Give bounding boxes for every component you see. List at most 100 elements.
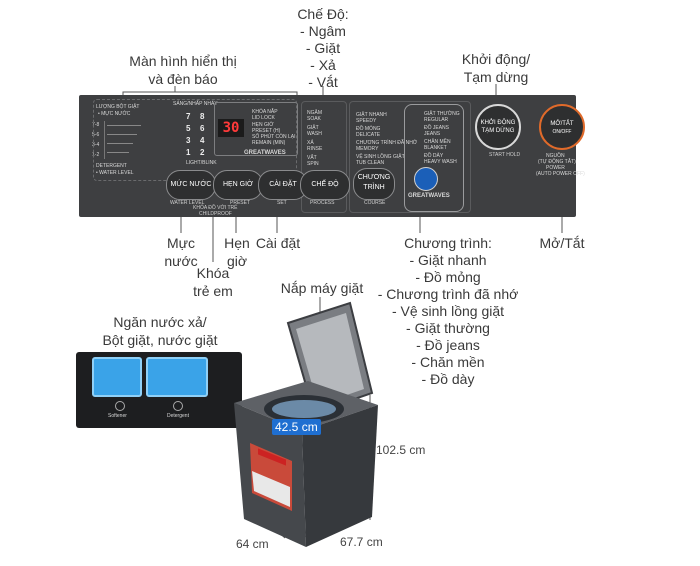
callout-chuong-trinh-item: - Đồ dày bbox=[421, 371, 475, 387]
display-text: KHÓA NẮP bbox=[252, 109, 278, 115]
callout-che-do-item: - Giặt bbox=[305, 40, 341, 56]
callout-muc-nuoc-line1: Mực bbox=[166, 235, 196, 251]
callout-khoi-dong: Khởi động/ Tạm dừng bbox=[456, 50, 536, 86]
power-note: (TỰ ĐỘNG TẮT) bbox=[538, 159, 576, 165]
water-level-button[interactable]: MỨC NƯỚC bbox=[166, 170, 216, 200]
power-note: POWER bbox=[546, 165, 565, 171]
program-left-label: CHƯƠNG TRÌNH ĐÃ NHỚ bbox=[356, 140, 418, 146]
great-waves-logo-large: GREATWAVES bbox=[408, 193, 450, 199]
callout-chuong-trinh-item: - Giặt thường bbox=[406, 320, 490, 336]
grid-number: 1 bbox=[186, 148, 191, 157]
grid-number: 8 bbox=[200, 112, 205, 121]
callout-khoa-tre-em-line1: Khóa bbox=[196, 265, 230, 281]
preset-button[interactable]: HẸN GIỜ bbox=[213, 170, 263, 200]
childproof-sub-vn: KHÓA ĐỒ VỚI TRẺ bbox=[193, 205, 238, 211]
grid-number: 7 bbox=[186, 112, 191, 121]
program-right-frame bbox=[404, 104, 464, 212]
callout-chuong-trinh-item: - Chăn mền bbox=[411, 354, 485, 370]
callout-chuong-trinh-item: - Giặt nhanh bbox=[409, 252, 487, 268]
callout-man-hinh-line1: Màn hình hiển thị bbox=[129, 53, 237, 69]
callout-muc-nuoc: Mực nước bbox=[163, 234, 199, 270]
start-pause-button[interactable]: KHỞI ĐỘNG TẠM DỪNG bbox=[475, 104, 521, 150]
lid-glass bbox=[296, 313, 364, 405]
softener-label: Softener bbox=[108, 413, 127, 419]
program-right-label: HEAVY WASH bbox=[424, 159, 457, 165]
panel-level-label: 3-4 bbox=[92, 142, 100, 148]
program-right-label: GIẶT THƯỜNG bbox=[424, 111, 460, 117]
course-sub: COURSE bbox=[364, 200, 386, 206]
mode-label: GIẶT bbox=[307, 125, 319, 131]
grid-number: 2 bbox=[200, 148, 205, 157]
program-left-label: DELICATE bbox=[356, 132, 381, 138]
callout-che-do: Chế Độ: - Ngâm - Giặt - Xả - Vắt bbox=[290, 6, 356, 91]
childproof-sub: CHILDPROOF bbox=[199, 211, 232, 217]
callout-chuong-trinh-item: - Vệ sinh lồng giặt bbox=[391, 303, 505, 319]
lcd-digits: 30 bbox=[218, 119, 244, 137]
callout-ngan-nuoc: Ngăn nước xả/ Bột giặt, nước giặt bbox=[90, 313, 230, 349]
display-text: REMAIN (MIN) bbox=[252, 140, 286, 146]
power-note: (AUTO POWER OFF) bbox=[536, 171, 585, 177]
panel-level-label: 1-2 bbox=[92, 152, 100, 158]
sticker-panel bbox=[252, 471, 290, 507]
grid-number: 3 bbox=[186, 136, 191, 145]
panel-level-label: 7-8 bbox=[92, 122, 100, 128]
softener-compartment bbox=[92, 357, 142, 397]
callout-chuong-trinh-item: - Chương trình đã nhớ bbox=[377, 286, 519, 302]
program-group-frame bbox=[349, 101, 471, 213]
callout-hen-gio-line2: giờ bbox=[226, 253, 248, 269]
wave-logo-icon bbox=[414, 167, 438, 191]
program-right-label: CHĂN MỀN bbox=[424, 139, 451, 145]
great-waves-logo-small: GREATWAVES bbox=[244, 150, 286, 156]
callout-chuong-trinh-item: - Đồ mỏng bbox=[415, 269, 481, 285]
callout-khoa-tre-em-line2: trẻ em bbox=[193, 283, 233, 299]
callout-chuong-trinh-title: Chương trình: bbox=[404, 235, 492, 251]
display-text: PRESET (H) bbox=[252, 128, 281, 134]
callout-khoa-tre-em: Khóa trẻ em bbox=[190, 264, 236, 300]
callout-ngan-nuoc-line2: Bột giặt, nước giặt bbox=[102, 332, 218, 348]
display-text: SỐ PHÚT CÒN LẠI bbox=[252, 134, 296, 140]
callout-che-do-item: - Ngâm bbox=[300, 23, 346, 39]
process-sub: PROCESS bbox=[310, 200, 335, 206]
callout-mo-tat: Mở/Tắt bbox=[539, 235, 585, 251]
grid-number: 4 bbox=[200, 136, 205, 145]
start-pause-label: KHỞI ĐỘNG TẠM DỪNG bbox=[480, 120, 516, 134]
height-label: 102.5 cm bbox=[376, 443, 426, 457]
callout-che-do-title: Chế Độ: bbox=[297, 6, 349, 22]
mode-label: NGÂM bbox=[307, 110, 322, 116]
tub-diameter-label: 42.5 cm bbox=[272, 419, 321, 435]
panel-light-blink: LIGHT/BLINK bbox=[186, 160, 217, 166]
callout-ngan-nuoc-line1: Ngăn nước xả/ bbox=[113, 314, 207, 330]
tub-drum bbox=[272, 400, 336, 418]
machine-side bbox=[302, 405, 378, 547]
callout-man-hinh: Màn hình hiển thị và đèn báo bbox=[128, 52, 238, 88]
program-right-label: BLANKET bbox=[424, 145, 447, 151]
course-button[interactable]: CHƯƠNG TRÌNH bbox=[353, 168, 395, 200]
panel-luong-bot-giat: LƯỢNG BỘT GIẶT bbox=[96, 104, 140, 110]
callout-khoi-dong-line2: Tạm dừng bbox=[463, 69, 529, 85]
program-left-label: GIẶT NHANH bbox=[356, 112, 387, 118]
power-button[interactable]: MỞ/TẮT ON/OFF bbox=[539, 104, 585, 150]
mode-group-frame bbox=[301, 101, 347, 213]
detergent-label: Detergent bbox=[167, 413, 189, 419]
callout-hen-gio: Hẹn giờ bbox=[222, 234, 252, 270]
mode-label: SOAK bbox=[307, 116, 321, 122]
program-right-label: REGULAR bbox=[424, 117, 449, 123]
mode-label: WASH bbox=[307, 131, 322, 137]
callout-nap-may: Nắp máy giặt bbox=[280, 280, 364, 296]
program-right-label: JEANS bbox=[424, 131, 441, 137]
level-bars bbox=[104, 121, 141, 159]
power-label: MỞ/TẮT bbox=[550, 121, 574, 127]
panel-detergent-footer: DETERGENT bbox=[96, 163, 127, 169]
callout-cai-dat: Cài đặt bbox=[255, 235, 301, 251]
process-button[interactable]: CHẾ ĐỘ bbox=[300, 170, 350, 200]
detergent-icon bbox=[173, 401, 183, 411]
panel-sang-nhap-nhay: SÁNG/NHẤP NHÁY bbox=[173, 101, 218, 107]
display-text: LID LOCK bbox=[252, 115, 275, 121]
water-level-sub: WATER LEVEL bbox=[170, 200, 205, 206]
program-left-label: SPEEDY bbox=[356, 118, 377, 124]
display-text: HẸN GIỜ bbox=[252, 122, 274, 128]
set-sub: SET bbox=[277, 200, 287, 206]
mode-label: XẢ bbox=[307, 140, 314, 146]
callout-che-do-item: - Vắt bbox=[308, 74, 338, 90]
mode-label: RINSE bbox=[307, 146, 323, 152]
